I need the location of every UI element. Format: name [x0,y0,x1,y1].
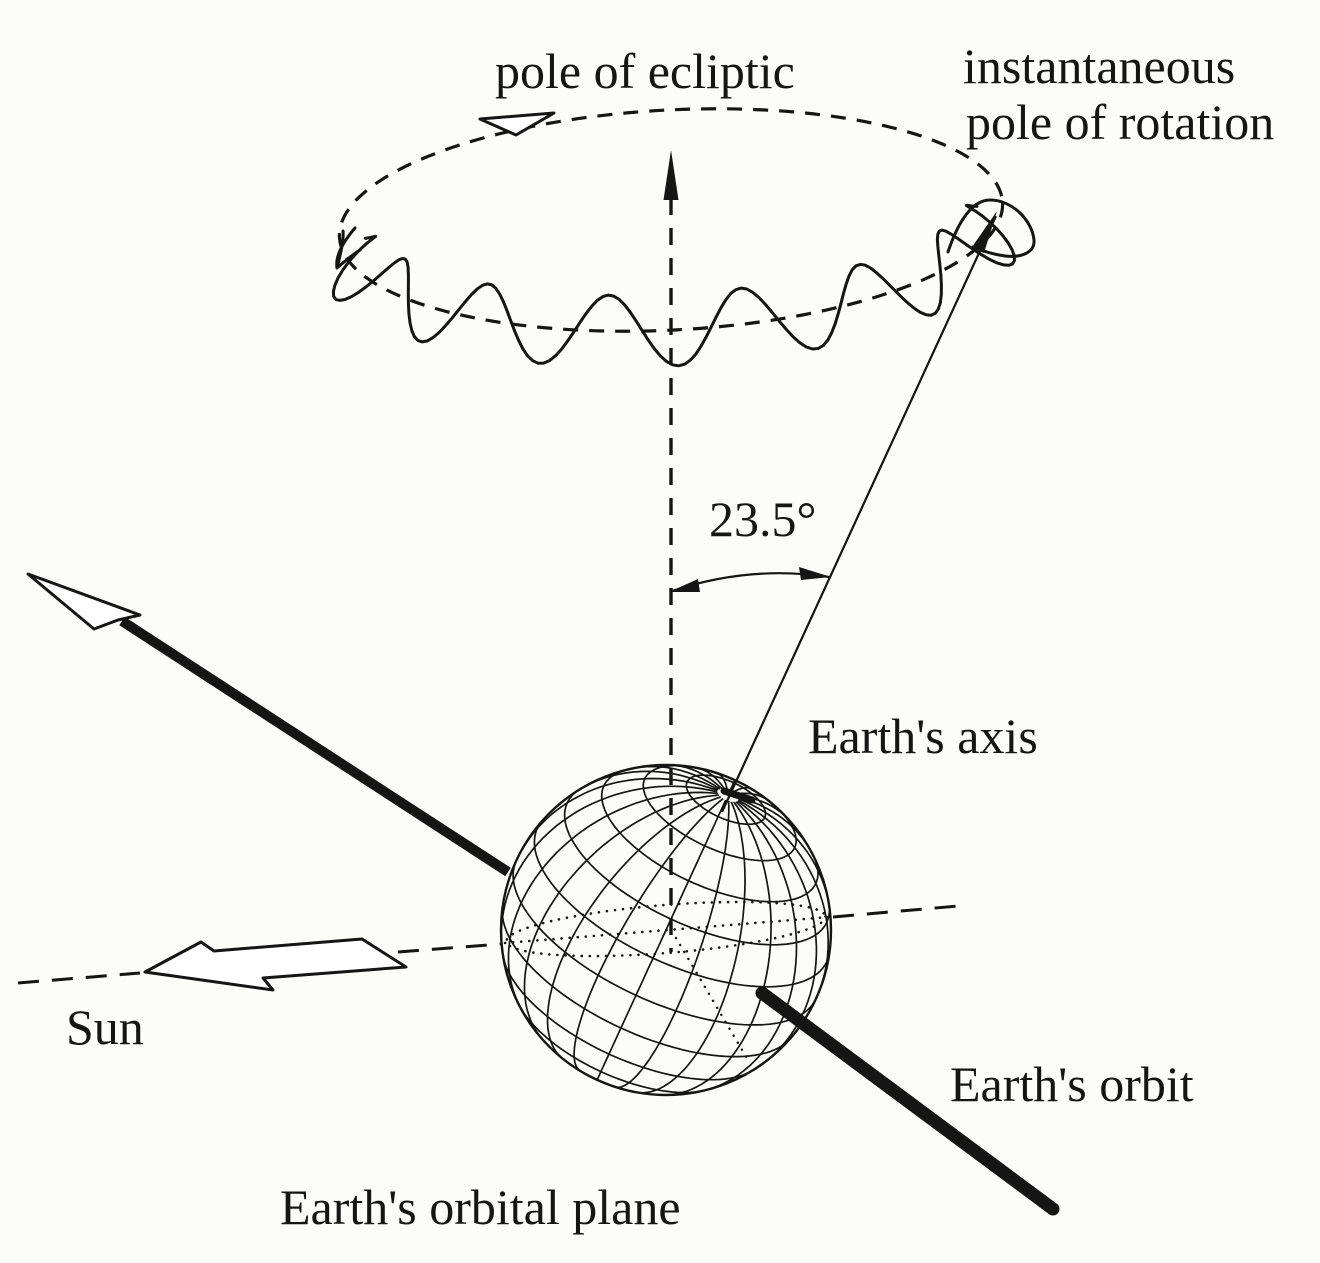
orbit-line-upper [119,616,511,877]
globe-gridline [563,791,831,946]
globe-gridline [596,799,727,1081]
tilt-arc-left-arrowhead-icon [669,579,700,592]
earth-axis-line [721,215,997,813]
tilt-arc-right-arrowhead-icon [799,567,831,580]
nutation-left-loop [335,226,362,270]
globe-gridline [737,799,830,988]
globe-gridline [502,957,751,1081]
earth-globe-outline [499,763,833,1097]
globe-gridline [512,864,815,1026]
globe-gridline [520,1009,700,1094]
label-earths-orbit: Earth's orbit [950,1056,1194,1112]
orbit-arrowhead-icon [26,572,142,631]
globe-gridline [707,801,798,1091]
orbital-plane-trace [505,900,827,958]
globe-gridline [669,801,772,1096]
nutation-curve [331,203,1016,368]
nutation-right-loop [946,198,1036,258]
interior-dotted-line [674,936,750,1062]
globe-gridline [507,791,718,1003]
ecliptic-pole-arrowhead-icon [663,150,679,200]
sun-line-mid [397,942,502,954]
precession-direction-arrow-icon [478,111,556,137]
globe-gridline [500,785,718,943]
earth-axis-arrowhead-icon [972,211,997,253]
globe-gridline [616,800,730,1089]
label-instantaneous-line1: instantaneous [963,38,1235,94]
label-instantaneous-line2: pole of rotation [966,94,1274,150]
precession-circle [337,107,1005,333]
globe-gridline [736,800,818,1064]
earth-globe [500,764,831,1096]
label-tilt-angle: 23.5° [709,491,817,547]
sun-line-through-globe [503,915,832,945]
label-earths-axis: Earth's axis [808,708,1038,764]
globe-gridline [521,777,718,851]
sun-line-right [832,904,959,919]
label-earths-orbital-plane: Earth's orbital plane [280,1179,681,1235]
globe-gridline [523,794,720,1036]
label-sun: Sun [66,999,144,1055]
globe-gridline [685,774,767,826]
sun-direction-arrow-icon [143,937,408,992]
label-pole-of-ecliptic: pole of ecliptic [495,43,795,99]
globe-gridline [546,796,722,1057]
globe-gridline [501,909,789,1058]
orbit-line-lower [755,986,1060,1216]
globe-gridline [639,801,746,1094]
globe-gridline [573,797,724,1071]
sun-line-left [17,971,141,985]
